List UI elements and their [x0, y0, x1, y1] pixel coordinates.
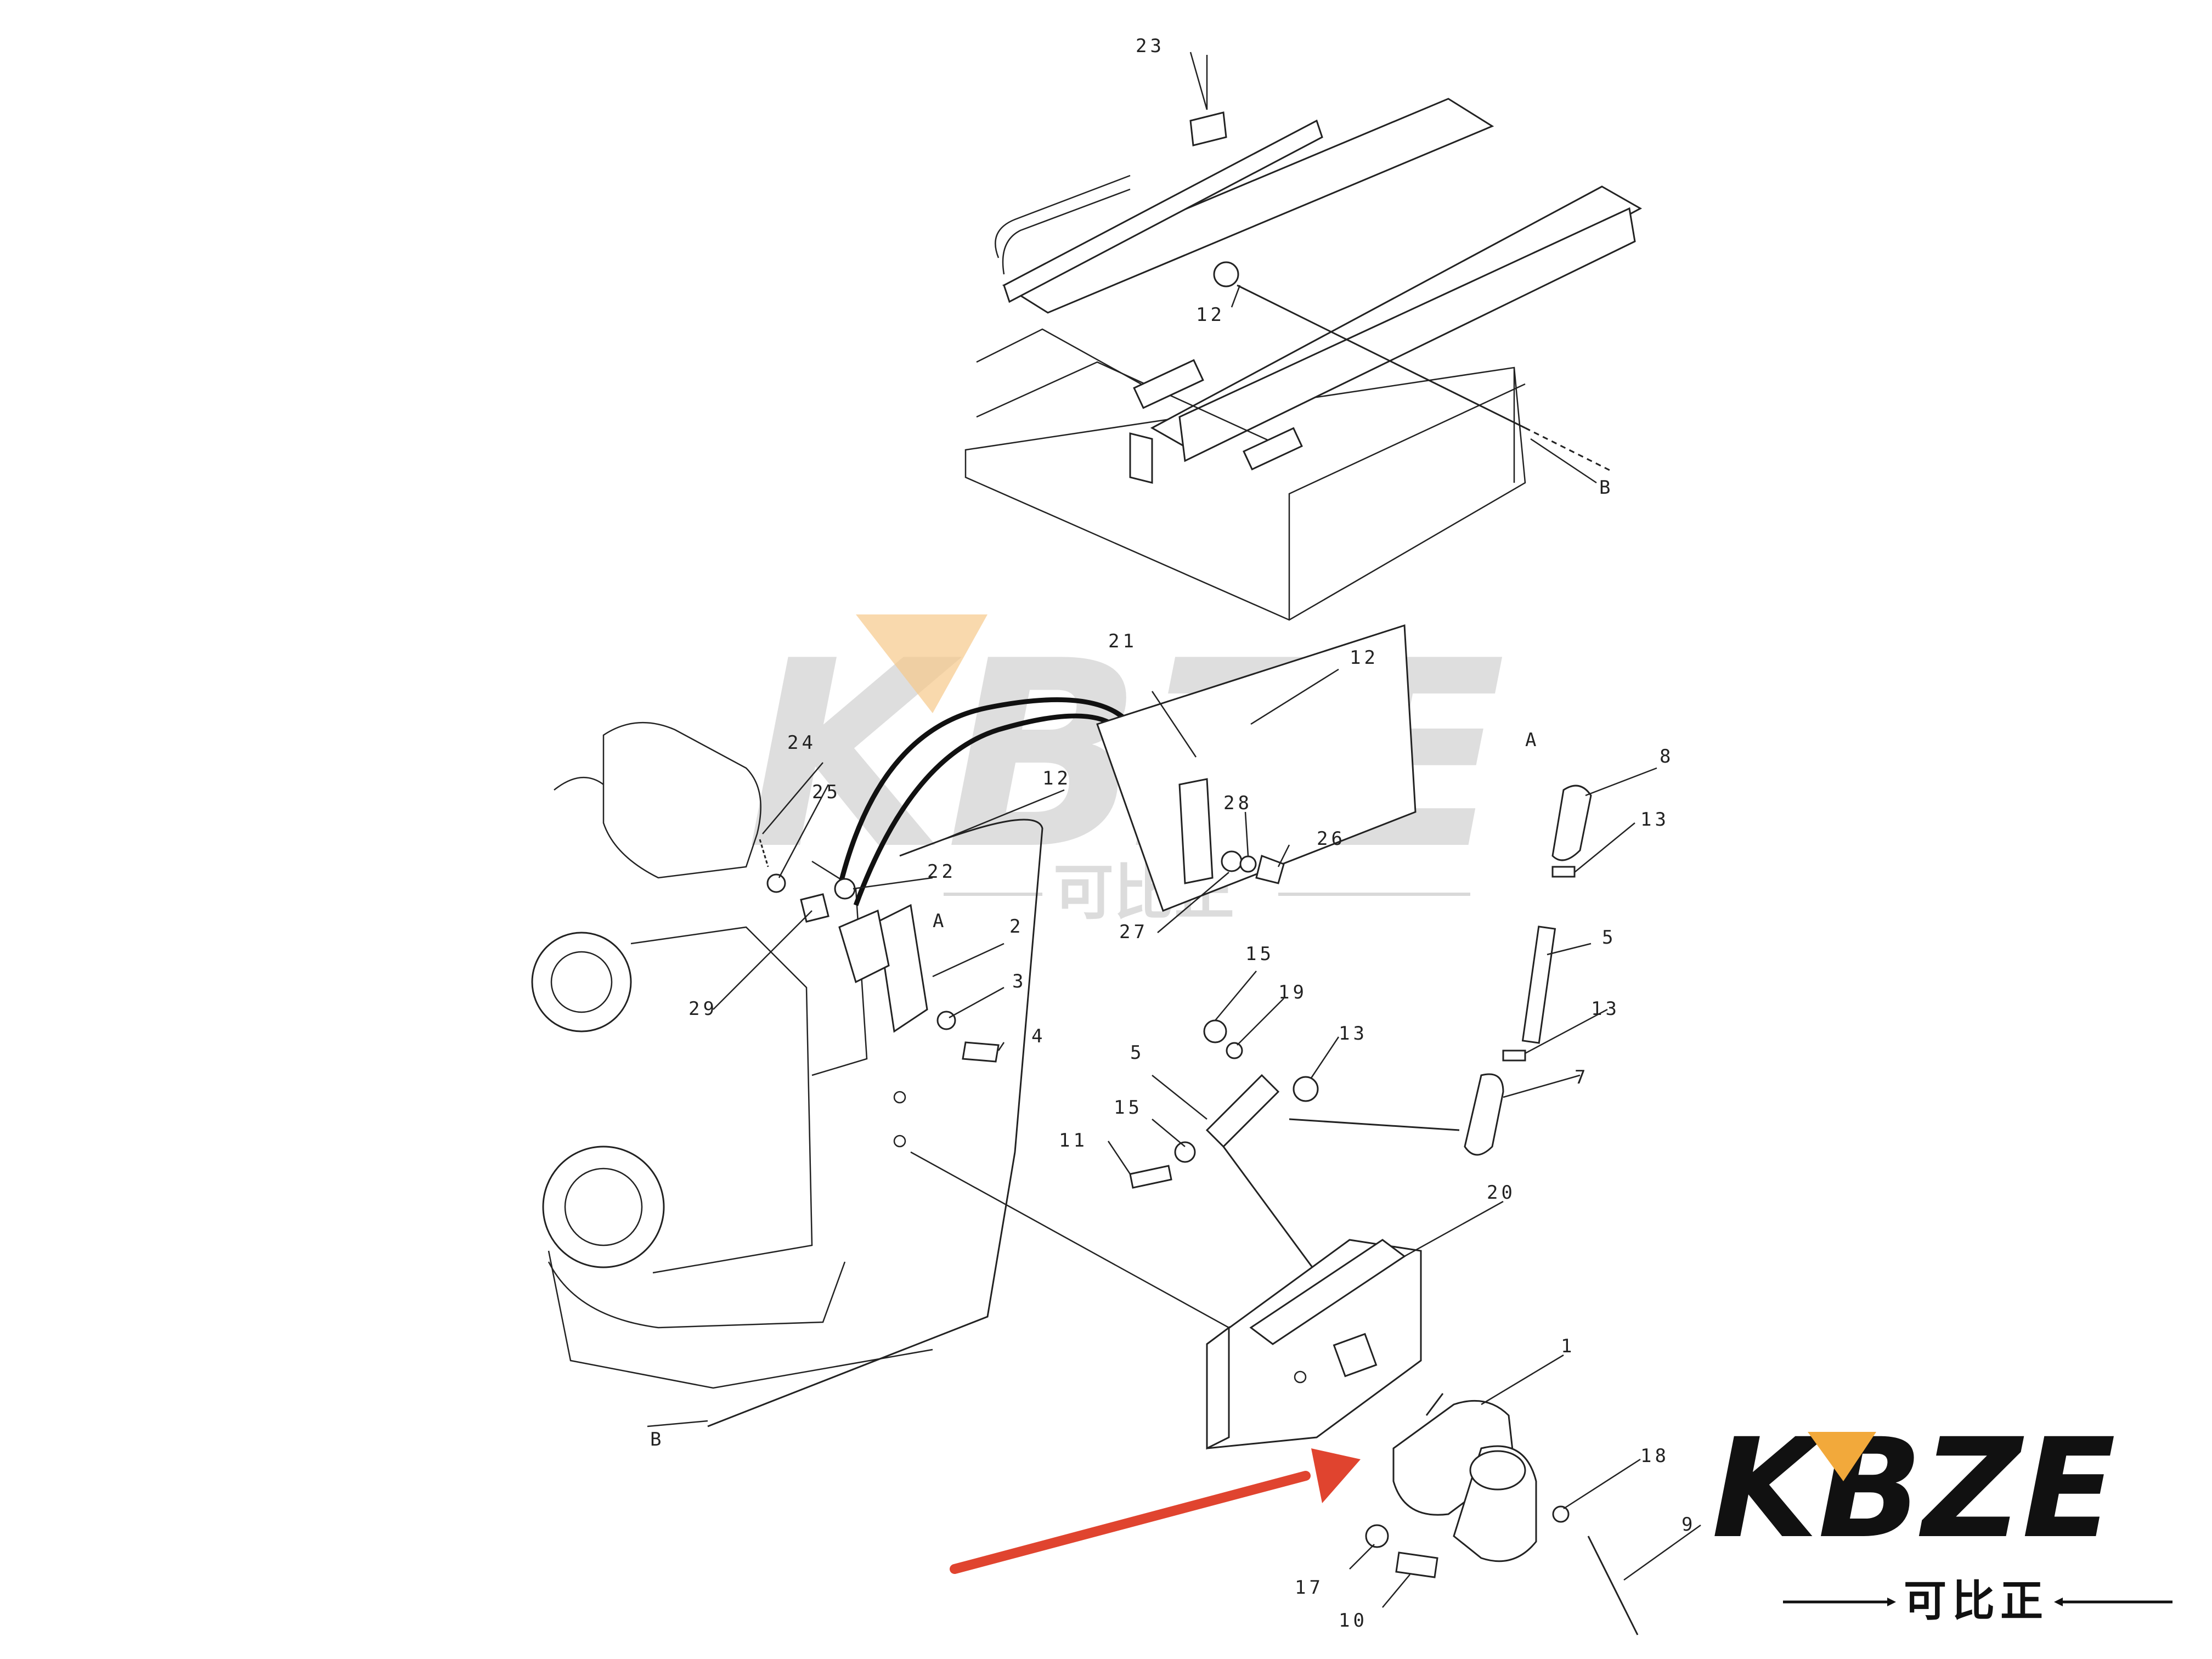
part-20-mounting-bracket [1206, 1239, 1422, 1450]
part-25-nut [766, 873, 786, 893]
floor-plate [964, 366, 1526, 621]
floor-plate-edge [1288, 383, 1526, 620]
cable-run-upper [1237, 284, 1526, 429]
callout-26: 26 [1317, 828, 1346, 850]
part-1-motor-actuator [1365, 1393, 1639, 1635]
cable-12-lower [707, 819, 1043, 1427]
part-17-washer [1365, 1524, 1389, 1548]
part-23-plate [1189, 111, 1227, 146]
engine-pulley-upper [531, 932, 632, 1032]
callout-11: 11 [1059, 1130, 1088, 1152]
callout-8: 8 [1660, 746, 1674, 768]
callout-29: 29 [689, 998, 718, 1020]
part-22-washer [834, 878, 856, 900]
part-9-pin [1587, 1536, 1639, 1635]
part-26-bolt [1255, 855, 1285, 884]
engine-top-cover [602, 721, 761, 879]
linkage-assembly [1129, 785, 1592, 1356]
callout-4: 4 [1031, 1025, 1046, 1047]
callout-5-right: 5 [1602, 927, 1616, 949]
part-2-bracket [759, 839, 1000, 1063]
top-rail [1003, 119, 1323, 303]
callout-2: 2 [1009, 916, 1024, 938]
part-13-nut-lower [1502, 1049, 1526, 1062]
leader-lines [647, 52, 1701, 1608]
callout-ref-b-lower: B [650, 1429, 664, 1451]
part-15-nut-upper [1203, 1019, 1227, 1043]
red-pointer-arrow [950, 1448, 1361, 1574]
part-24-spring [759, 839, 769, 867]
callout-23: 23 [1136, 35, 1165, 57]
callout-20: 20 [1487, 1182, 1516, 1204]
part-15-nut-lower [1174, 1141, 1196, 1163]
part-4-bolt [962, 1041, 1000, 1063]
engine-pulley-lower [542, 1146, 665, 1268]
callout-15-lower: 15 [1114, 1097, 1143, 1119]
callout-18: 18 [1640, 1445, 1669, 1467]
callout-5-left: 5 [1130, 1042, 1144, 1064]
watermark-accent [856, 614, 988, 713]
callout-labels: 23 12 B 21 12 12 24 25 22 28 26 27 A 2 3… [650, 35, 1696, 1632]
logo-accent [1808, 1432, 1876, 1481]
callout-24: 24 [787, 732, 816, 754]
cable-black-outer [837, 697, 1132, 890]
logo-brand: KBZE [1712, 1409, 2115, 1568]
callout-13-lower: 13 [1591, 998, 1620, 1020]
belt-cover [630, 926, 813, 1274]
engine-block [531, 721, 1229, 1389]
part-13-nut-upper [1551, 866, 1576, 878]
part-27-washer [1221, 850, 1243, 872]
callout-17: 17 [1295, 1577, 1324, 1599]
callout-12-right: 12 [1350, 647, 1379, 669]
callout-19: 19 [1278, 981, 1307, 1003]
part-10-bolt [1395, 1551, 1438, 1578]
callout-7: 7 [1575, 1066, 1589, 1088]
part-13-nut-mid [1293, 1076, 1319, 1102]
callout-12-lower: 12 [1042, 768, 1071, 789]
part-5-rod-vertical [1521, 926, 1556, 1044]
beam-rear [1002, 98, 1494, 314]
callout-21: 21 [1108, 630, 1137, 652]
brand-logo: KBZE 可比正 [1712, 1409, 2172, 1626]
callout-27: 27 [1119, 921, 1148, 943]
handle-bar [995, 174, 1131, 258]
callout-25: 25 [812, 781, 841, 803]
callout-ref-b-upper: B [1599, 477, 1613, 499]
part-7-rod-end [1464, 1073, 1504, 1156]
part-8-rod-end [1551, 785, 1592, 861]
callout-13-upper: 13 [1640, 809, 1669, 831]
upper-frame-assembly [964, 55, 1643, 621]
callout-22: 22 [927, 861, 956, 883]
callout-13-mid: 13 [1339, 1023, 1368, 1045]
callout-15-upper: 15 [1245, 943, 1274, 965]
part-19-washer [1226, 1042, 1243, 1059]
callout-ref-a-left: A [933, 910, 947, 932]
part-3-washer [936, 1011, 956, 1030]
arrow-head [1311, 1448, 1361, 1503]
callout-12-upper: 12 [1196, 304, 1225, 326]
callout-9: 9 [1681, 1514, 1696, 1536]
callout-1: 1 [1561, 1335, 1575, 1357]
cable-end-upper [1213, 261, 1239, 287]
callout-ref-a-right: A [1525, 729, 1539, 751]
part-5-lever [1205, 1074, 1280, 1148]
callout-28: 28 [1223, 792, 1252, 814]
part-11-bolt [1129, 1165, 1172, 1189]
callout-10: 10 [1339, 1610, 1368, 1632]
part-21-bracket-plate [1096, 624, 1417, 912]
callout-3: 3 [1012, 970, 1026, 992]
arrow-shaft [950, 1471, 1311, 1574]
part-18-nut [1552, 1505, 1570, 1523]
logo-chinese: 可比正 [1904, 1577, 2049, 1626]
